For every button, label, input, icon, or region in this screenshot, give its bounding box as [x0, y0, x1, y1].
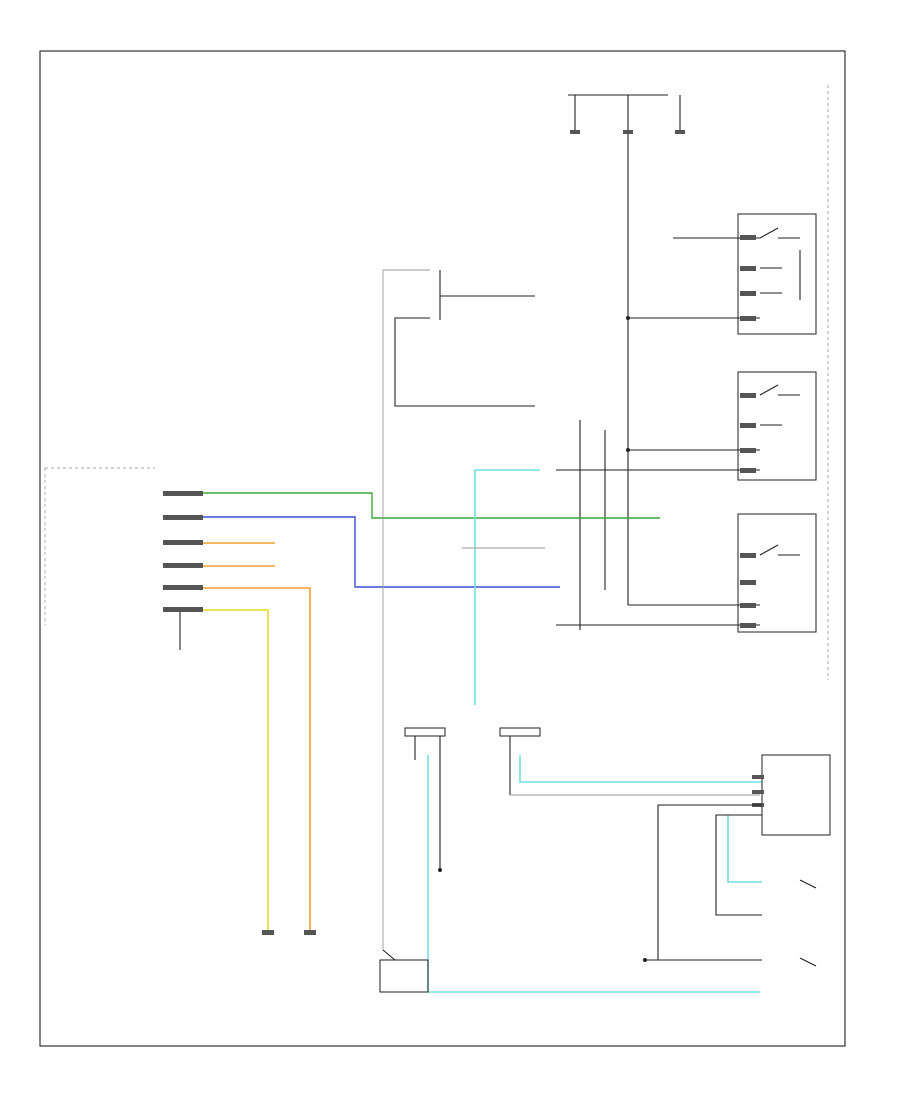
orange-wire [203, 587, 311, 930]
fan-control-module [657, 754, 831, 960]
cyan-wire-upper [474, 469, 540, 705]
cyan-wire-left [427, 755, 760, 993]
splice-connectors [404, 727, 760, 872]
left-sensor [379, 949, 429, 993]
fuse-block [568, 94, 685, 605]
relay-lo-fan [556, 371, 817, 481]
diagram-frame [39, 50, 846, 1047]
relay-mid-fan [556, 513, 817, 633]
cyan-wire-right [519, 755, 762, 783]
green-wire [203, 492, 660, 519]
ecm-block [44, 467, 203, 650]
yellow-wire [203, 609, 269, 930]
relay-hi-fan [626, 213, 817, 335]
speed-sensor [799, 879, 817, 889]
ground-connector [262, 930, 316, 935]
right-sensor [643, 957, 817, 967]
cyan-wire-right2 [727, 815, 762, 883]
blue-wire [203, 516, 560, 588]
splice-group [382, 269, 535, 950]
